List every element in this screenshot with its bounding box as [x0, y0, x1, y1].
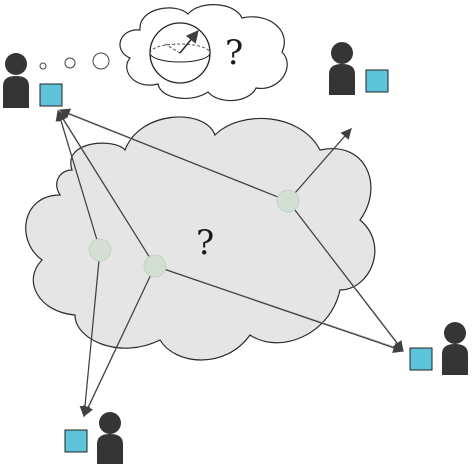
qubit-box: [39, 83, 63, 107]
bloch-sphere-icon: [149, 22, 211, 84]
user-top-left: [3, 53, 63, 108]
thought-bubble: ?: [39, 4, 288, 102]
thought-question-mark: ?: [225, 33, 243, 73]
thought-dot-medium: [64, 57, 76, 69]
user-icon: [3, 53, 29, 108]
qubit-box: [64, 429, 88, 453]
user-top-right: [329, 42, 389, 95]
cloud-question-mark: ?: [196, 223, 214, 263]
user-icon: [329, 42, 355, 95]
qubit-box: [409, 347, 433, 371]
repeater-nodes: [88, 189, 300, 278]
repeater-node-center: [143, 254, 167, 278]
user-icon: [442, 322, 468, 375]
user-bottom-right: [409, 322, 468, 375]
user-bottom-left: [64, 412, 123, 464]
thought-dot-small: [39, 62, 47, 70]
repeater-node-right: [276, 189, 300, 213]
repeater-node-left: [88, 238, 112, 262]
user-icon: [97, 412, 123, 464]
qubit-box: [365, 69, 389, 93]
entanglement-arrows: [55, 108, 405, 418]
thought-dot-large: [92, 52, 110, 70]
